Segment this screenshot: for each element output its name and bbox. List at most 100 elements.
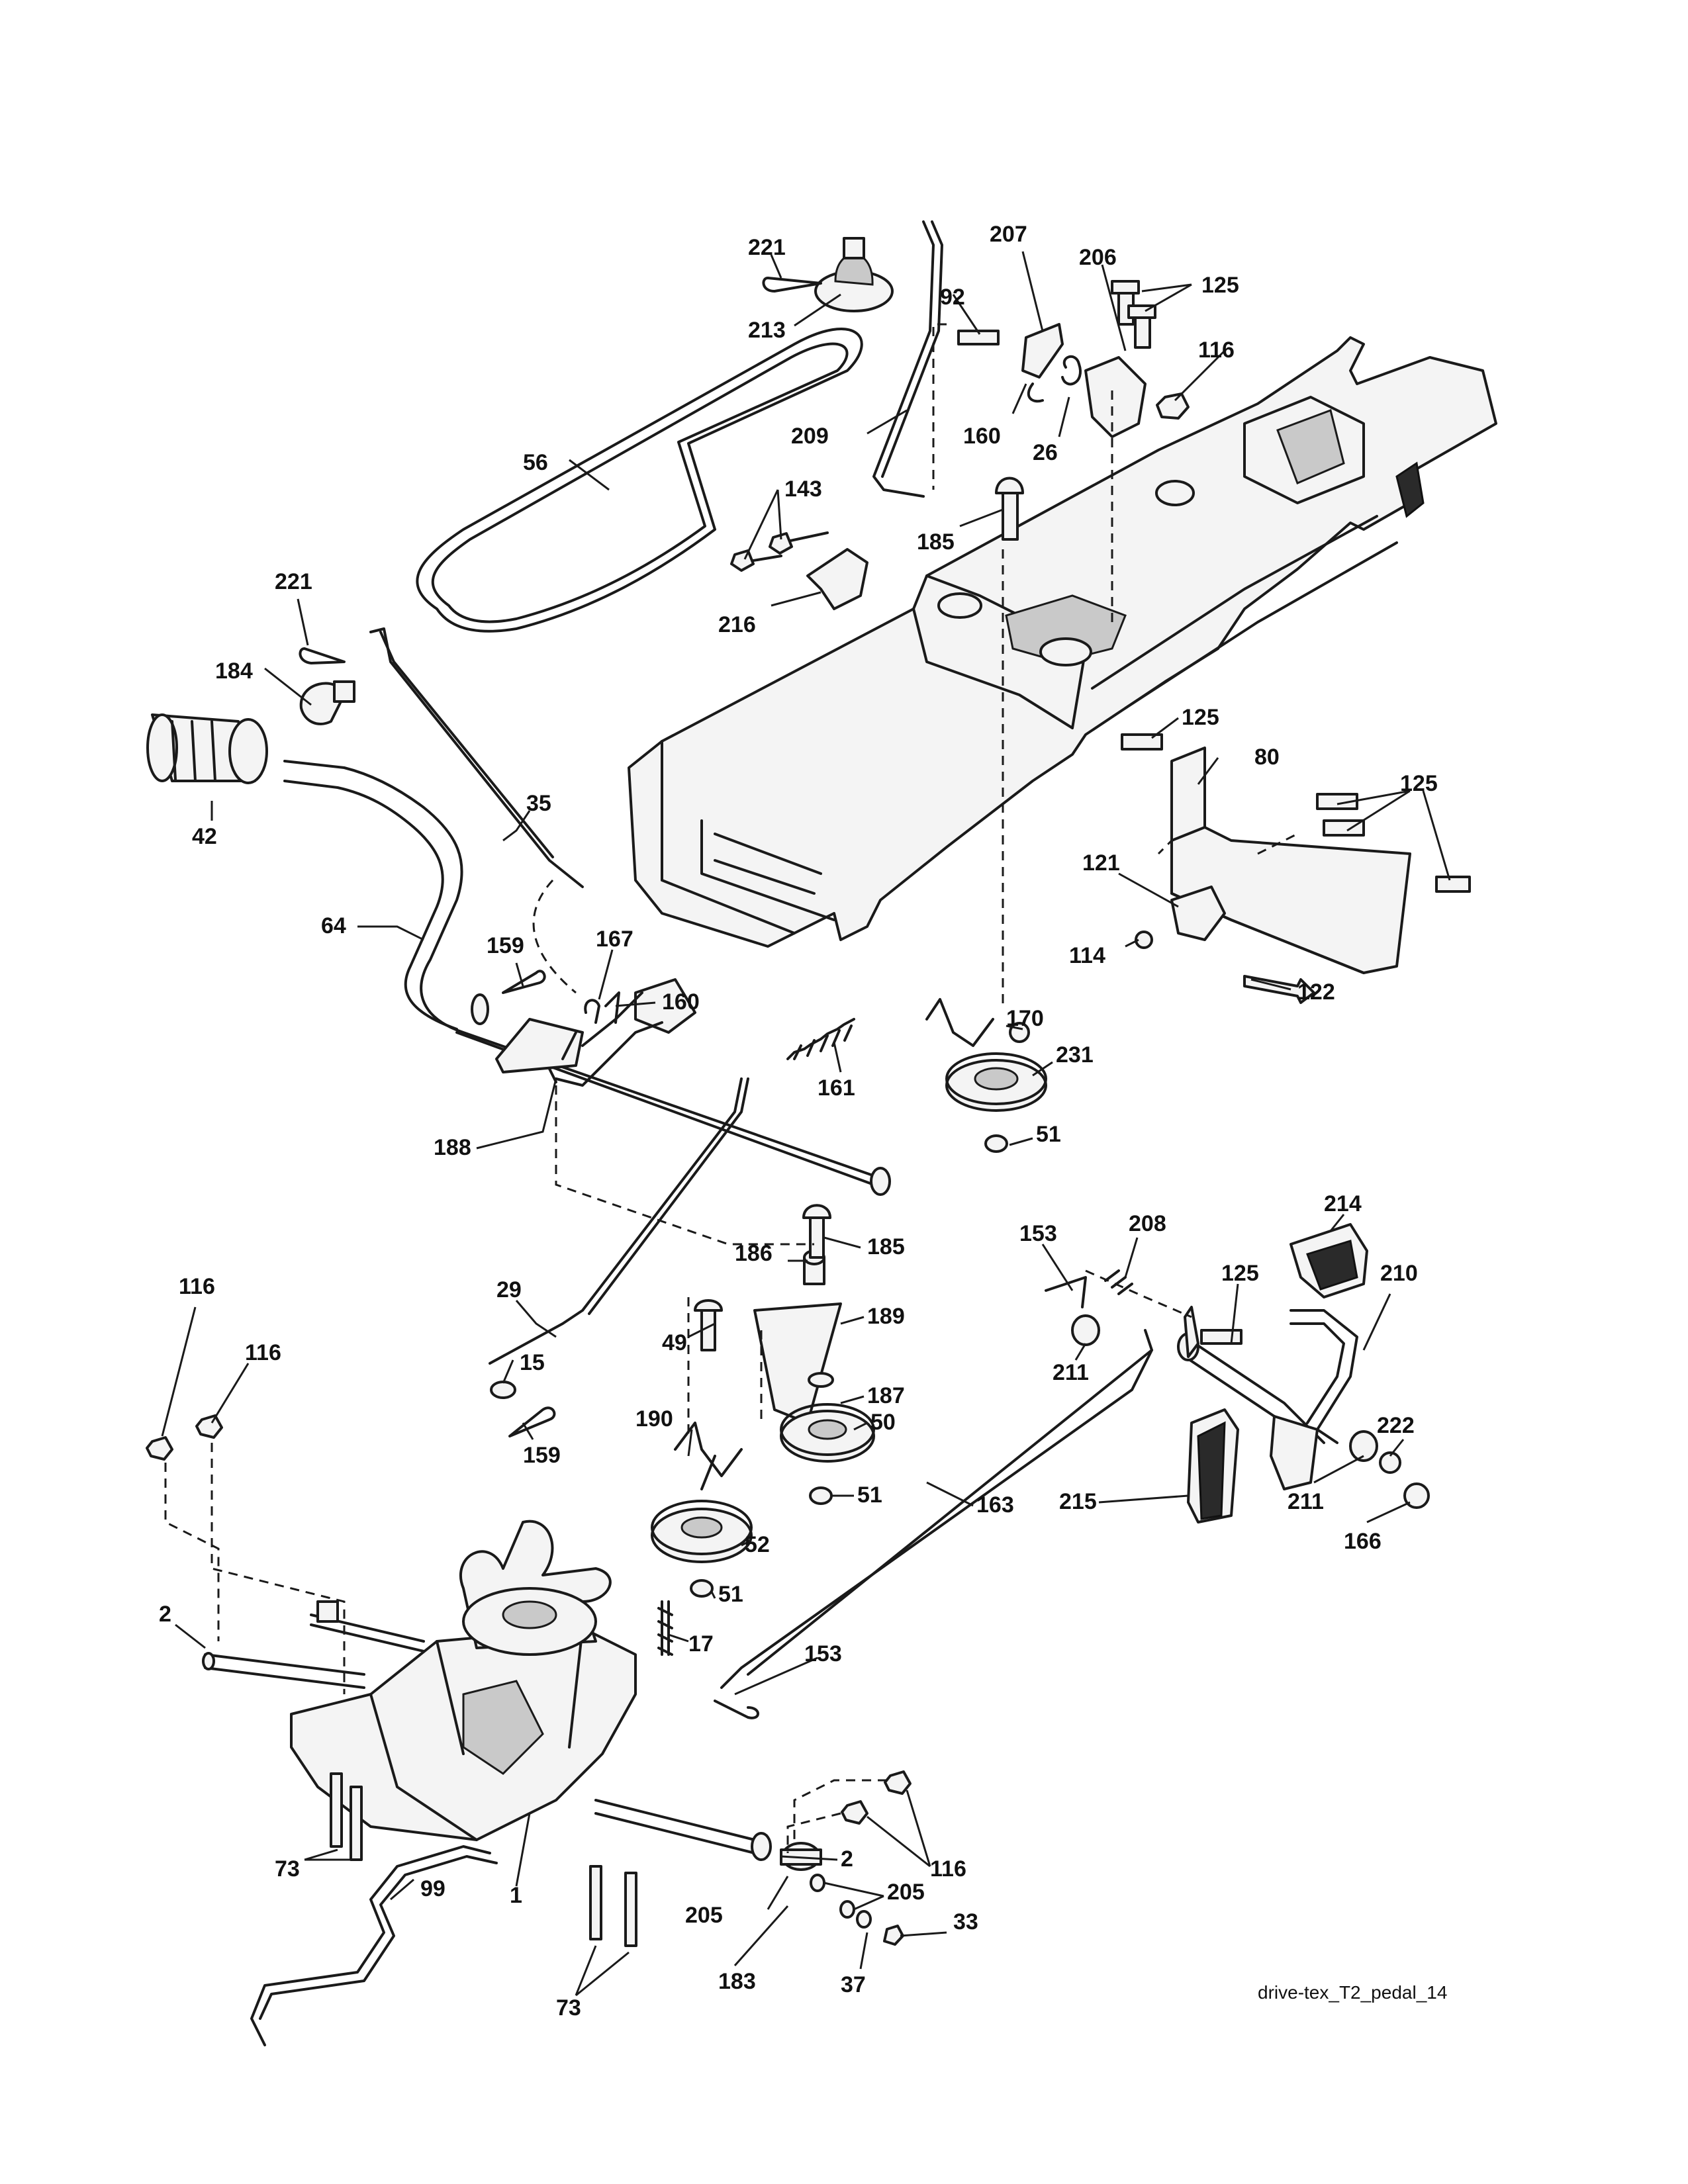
callout-80: 80 [1254,745,1280,770]
callout-125-right: 125 [1400,771,1438,796]
callout-116-top: 116 [1198,338,1235,363]
lift-rod-209 [872,220,943,498]
idler-bracket-189 [694,1204,842,1424]
callout-166: 166 [1344,1529,1382,1554]
small-hardware-159-167-160 [502,970,620,1024]
callout-15: 15 [520,1350,545,1375]
callout-42: 42 [192,824,217,849]
wire-99 [250,1845,498,2046]
callout-188: 188 [434,1135,471,1160]
callout-114: 114 [1069,943,1105,968]
pedal-pad-214 [1289,1223,1368,1298]
callout-185-mid: 185 [867,1234,905,1259]
callout-205-left: 205 [685,1903,723,1928]
callout-29: 29 [496,1277,522,1302]
callout-206: 206 [1079,245,1117,270]
callout-216: 216 [718,612,756,637]
rod-29 [489,1077,749,1437]
pulley-231 [925,998,1047,1153]
callout-99: 99 [420,1876,445,1901]
diagram-caption: drive-tex_T2_pedal_14 [1258,1982,1447,2003]
callout-125-pedal: 125 [1221,1261,1259,1286]
drive-belt [416,328,863,633]
callout-207: 207 [990,222,1027,247]
callout-163: 163 [976,1492,1014,1518]
callout-73-left: 73 [275,1856,300,1882]
leader-lines [161,251,1451,1997]
chassis-frame [628,336,1497,948]
pulley-50 [780,1372,875,1505]
callout-209: 209 [791,424,829,449]
callout-231: 231 [1056,1042,1094,1068]
hairpin-221-left [299,647,346,664]
bolts-73 [330,1772,637,1947]
callout-49: 49 [662,1330,687,1355]
callout-121: 121 [1082,850,1120,876]
callout-51-mid: 51 [857,1482,882,1508]
rod-163 [714,1329,1153,1719]
callout-160-left: 160 [662,989,700,1015]
pedal-cover-215 [1187,1408,1239,1524]
callout-183: 183 [718,1969,756,1994]
callout-190: 190 [635,1406,673,1432]
callout-116-left: 116 [179,1274,215,1299]
callout-159-upper: 159 [487,933,524,958]
callout-122: 122 [1297,979,1335,1005]
assembly-lines [164,323,1298,1853]
callout-205-top: 205 [887,1880,925,1905]
nuts-116 [146,1414,912,1825]
hairpin-221-top [762,277,822,293]
callout-210: 210 [1380,1261,1418,1286]
callout-187: 187 [867,1383,905,1408]
callout-51-top: 51 [1036,1122,1061,1147]
callout-125-top: 125 [1201,273,1239,298]
callout-170: 170 [1006,1006,1044,1031]
transaxle [202,1520,822,1871]
rod-35 [369,627,584,888]
callout-161: 161 [818,1075,855,1101]
grip-42 [146,713,268,784]
callout-185-top: 185 [917,529,955,555]
bracket-207-206 [957,323,1147,438]
callout-211-top: 211 [1053,1360,1089,1385]
callout-222: 222 [1377,1413,1415,1438]
callout-116-right: 116 [930,1856,966,1882]
knob-184 [299,680,355,725]
pedal-arm-210 [1177,1306,1358,1490]
pulley-52 [651,1422,753,1598]
callout-52: 52 [745,1532,770,1557]
bracket-216 [730,531,868,610]
callout-125-plate: 125 [1182,705,1219,730]
callout-92: 92 [940,285,965,310]
axle-washers [810,1874,904,1946]
callout-2-left: 2 [159,1602,171,1627]
bolts-125-top [995,280,1190,541]
shift-lever-64 [283,760,891,1196]
callout-167: 167 [596,927,633,952]
callout-215: 215 [1059,1489,1097,1514]
callout-51-bottom: 51 [718,1582,743,1607]
callout-208: 208 [1129,1211,1166,1236]
spring-17 [657,1600,673,1656]
callout-143: 143 [784,477,822,502]
callouts: 221 213 207 206 125 92 116 56 209 160 26… [159,222,1438,2021]
callout-214: 214 [1324,1191,1362,1216]
callout-159-lower: 159 [523,1443,561,1468]
pedal-hardware [1045,1269,1430,1509]
callout-221-top: 221 [748,235,786,260]
callout-211-bottom: 211 [1288,1489,1324,1514]
callout-153-top: 153 [1019,1221,1057,1246]
callout-116-left2: 116 [245,1340,281,1365]
knob-213 [814,237,894,312]
callout-50: 50 [870,1410,896,1435]
callout-189: 189 [867,1304,905,1329]
callout-17: 17 [688,1631,714,1657]
callout-33: 33 [953,1909,978,1934]
callout-37: 37 [841,1972,866,1997]
callout-153-bottom: 153 [804,1641,842,1666]
callout-186: 186 [735,1241,773,1266]
callout-35: 35 [526,791,551,816]
callout-184: 184 [215,659,253,684]
callout-26: 26 [1033,440,1058,465]
plate-80 [1121,733,1471,1004]
